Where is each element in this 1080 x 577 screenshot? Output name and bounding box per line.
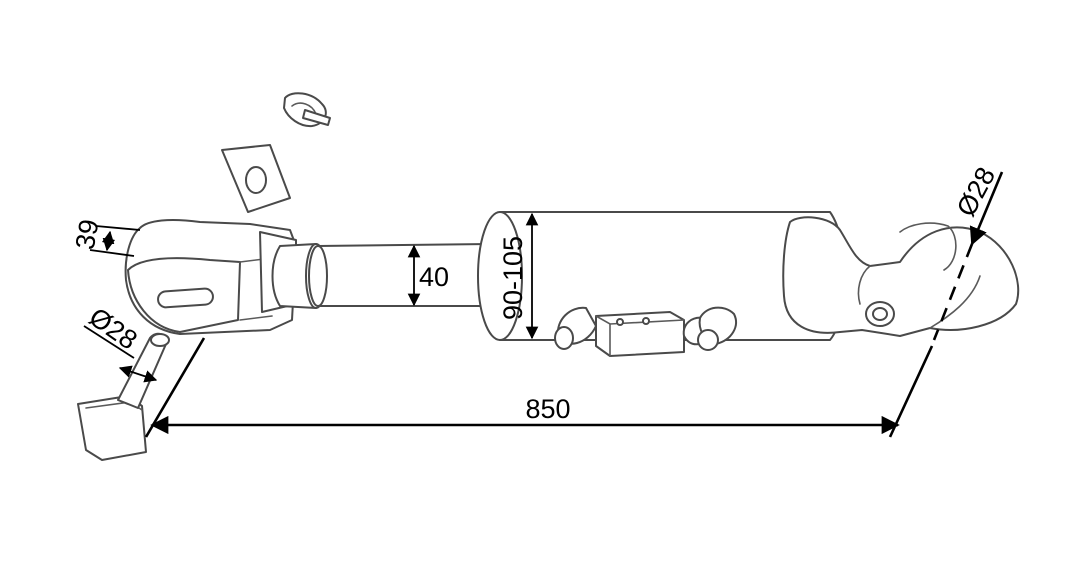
rod-diameter-label: 40 [419,262,449,292]
pin-diameter-left-label: Ø28 [84,302,143,356]
dimension-barrel-diameter: 90-105 [498,212,539,340]
dimension-overall-length: 850 [144,337,934,438]
clevis-width-label: 39 [70,217,105,252]
dimension-clevis-width: 39 [70,217,141,257]
barrel-diameter-label: 90-105 [498,236,528,320]
retainer-plate [221,144,291,213]
right-eye-end [782,216,1020,337]
overall-length-label: 850 [525,394,570,424]
linch-pin [283,92,331,128]
cylinder-barrel [477,211,846,341]
dimension-rod-diameter: 40 [407,244,449,307]
hydraulic-fitting-left [554,306,597,350]
hydraulic-fitting-right [682,306,737,351]
piston-rod [308,243,491,307]
left-clevis [124,219,297,335]
hydraulic-valve-block [595,311,685,357]
